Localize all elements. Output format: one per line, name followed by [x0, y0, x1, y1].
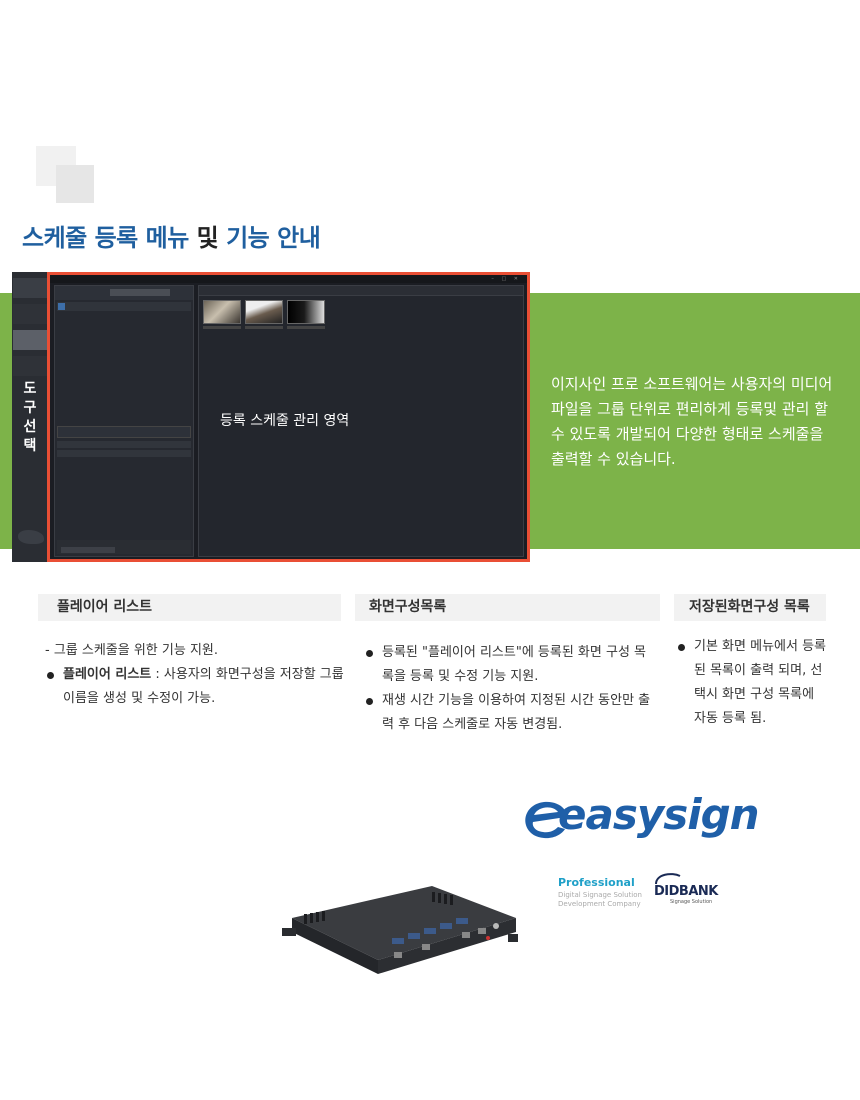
layout-thumbnail	[287, 300, 325, 324]
bullet-item: 재생 시간 기능을 이용하여 지정된 시간 동안만 출력 후 다음 스케줄로 자…	[364, 689, 652, 737]
thumbnail-caption	[287, 326, 325, 329]
didbank-logo-icon	[655, 873, 681, 885]
player-search-field	[110, 289, 170, 296]
player-list-footer	[57, 540, 191, 554]
schedule-area-label: 등록 스케줄 관리 영역	[220, 413, 350, 429]
decorative-square	[56, 165, 94, 203]
section-body-screen-layout: 등록된 "플레이어 리스트"에 등록된 화면 구성 목록을 등록 및 수정 기능…	[364, 641, 652, 737]
tagline-sub: Digital Signage Solution Development Com…	[558, 891, 642, 909]
screen-list-row	[57, 441, 191, 448]
thumbnail-caption	[203, 326, 241, 329]
page-title: 스케줄 등록 메뉴 및 기능 안내	[22, 218, 321, 253]
didbank-logo: DIDBANK	[654, 884, 718, 899]
title-part: 기능 안내	[226, 224, 321, 252]
screen-list-row	[57, 450, 191, 457]
tool-item	[13, 304, 47, 324]
bullet-text: : 사용자의 화면구성을 저장할 그룹 이름을 생성 및 수정이 가능.	[63, 667, 344, 706]
window-controls-icon: – □ ✕	[491, 276, 521, 282]
window-titlebar: – □ ✕	[50, 275, 527, 283]
screen-list-header	[57, 426, 191, 438]
section-heading-saved-layout: 저장된화면구성 목록	[674, 594, 826, 621]
tool-column: 도구선택	[12, 272, 48, 562]
tool-decoration	[18, 530, 44, 544]
saved-layout-panel	[198, 285, 524, 557]
player-list-panel	[54, 285, 194, 557]
product-description: 이지사인 프로 소프트웨어는 사용자의 미디어 파일을 그룹 단위로 편리하게 …	[551, 375, 833, 468]
easysign-e-logo-icon	[525, 801, 567, 839]
saved-layout-header	[199, 286, 523, 296]
didbank-tagline: Signage Solution	[670, 899, 713, 905]
bullet-item: 등록된 "플레이어 리스트"에 등록된 화면 구성 목록을 등록 및 수정 기능…	[364, 641, 652, 689]
layout-thumbnail	[245, 300, 283, 324]
layout-thumbnail	[203, 300, 241, 324]
row-tag	[58, 303, 65, 310]
player-list-row	[57, 302, 191, 311]
tool-item	[13, 356, 47, 376]
tool-item	[13, 278, 47, 298]
easysign-logo: easysign	[558, 790, 760, 839]
schedule-area-highlight: – □ ✕	[47, 272, 530, 562]
bullet-bold: 플레이어 리스트	[63, 667, 152, 682]
tagline-title: Professional	[558, 876, 635, 889]
tool-select-label: 도구선택	[23, 381, 37, 454]
signage-player-device-icon	[282, 886, 518, 974]
footer-button	[61, 547, 115, 553]
tagline-sub-line: Digital Signage Solution	[558, 891, 642, 899]
section-body-player-list: - 그룹 스케줄을 위한 기능 지원. 플레이어 리스트 : 사용자의 화면구성…	[45, 639, 357, 711]
title-part: 및	[196, 224, 219, 252]
title-part: 스케줄 등록 메뉴	[22, 224, 189, 252]
section-heading-screen-layout: 화면구성목록	[355, 594, 660, 621]
section-intro: - 그룹 스케줄을 위한 기능 지원.	[45, 643, 219, 658]
tool-item	[13, 330, 47, 350]
bullet-item: 기본 화면 메뉴에서 등록된 목록이 출력 되며, 선택시 화면 구성 목록에 …	[676, 635, 826, 731]
bullet-item: 플레이어 리스트 : 사용자의 화면구성을 저장할 그룹 이름을 생성 및 수정…	[45, 663, 357, 711]
section-heading-player-list: 플레이어 리스트	[38, 594, 341, 621]
player-list-header	[55, 286, 193, 300]
thumbnail-caption	[245, 326, 283, 329]
section-body-saved-layout: 기본 화면 메뉴에서 등록된 목록이 출력 되며, 선택시 화면 구성 목록에 …	[676, 635, 826, 731]
tagline-sub-line: Development Company	[558, 900, 641, 908]
